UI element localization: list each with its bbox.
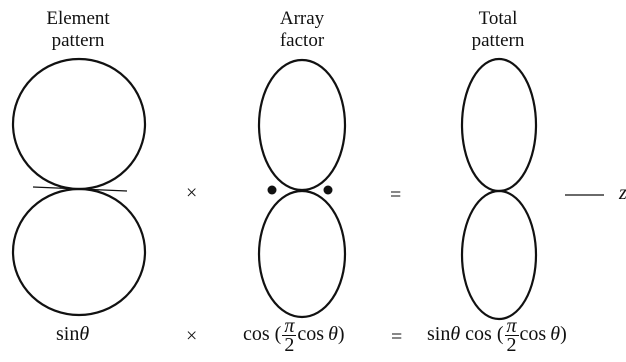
- array-title-line2: factor: [279, 30, 325, 51]
- total-func2: cos: [465, 323, 492, 345]
- total-title-line1: Total: [478, 8, 518, 29]
- total-close-paren: ): [560, 323, 567, 345]
- array-open-paren: (: [274, 323, 282, 345]
- z-axis-label: z: [619, 183, 626, 203]
- total-func1: sin: [427, 323, 451, 345]
- array-lower-lobe: [257, 189, 347, 319]
- element-pattern-title: Element pattern: [8, 8, 148, 52]
- element-var: θ: [79, 323, 90, 345]
- array-title-line1: Array: [279, 8, 325, 29]
- array-element-dot-right: [323, 185, 333, 195]
- element-upper-lobe: [11, 57, 147, 191]
- total-upper-lobe: [460, 57, 538, 193]
- element-title-line2: pattern: [51, 30, 105, 51]
- total-pattern-title: Total pattern: [428, 8, 568, 52]
- array-frac-den: 2: [284, 333, 295, 356]
- element-func: sin: [56, 323, 80, 345]
- total-frac-num: π: [504, 314, 519, 337]
- total-frac-den: 2: [506, 333, 517, 356]
- equals-operator-mid: =: [390, 184, 402, 206]
- array-frac-num: π: [282, 314, 297, 337]
- array-upper-lobe: [257, 58, 347, 192]
- element-lower-lobe: [11, 187, 147, 317]
- element-title-line1: Element: [46, 8, 110, 29]
- times-operator-mid: ×: [186, 182, 198, 204]
- total-var2: θ: [550, 323, 561, 345]
- total-var1: θ: [450, 323, 461, 345]
- array-var: θ: [328, 323, 338, 345]
- array-factor-title: Array factor: [232, 8, 372, 52]
- total-title-line2: pattern: [471, 30, 525, 51]
- array-element-dot-left: [267, 185, 277, 195]
- array-inner-func: cos: [297, 323, 325, 345]
- total-lower-lobe: [460, 189, 538, 321]
- times-operator-bottom: ×: [186, 325, 198, 347]
- array-func: cos: [243, 323, 270, 345]
- array-close-paren: ): [337, 323, 345, 345]
- total-open-paren: (: [496, 323, 504, 345]
- equals-operator-bottom: =: [391, 326, 403, 348]
- element-formula: sinθ: [56, 314, 89, 354]
- total-inner-func: cos: [519, 323, 547, 345]
- element-axis-line: [32, 186, 128, 192]
